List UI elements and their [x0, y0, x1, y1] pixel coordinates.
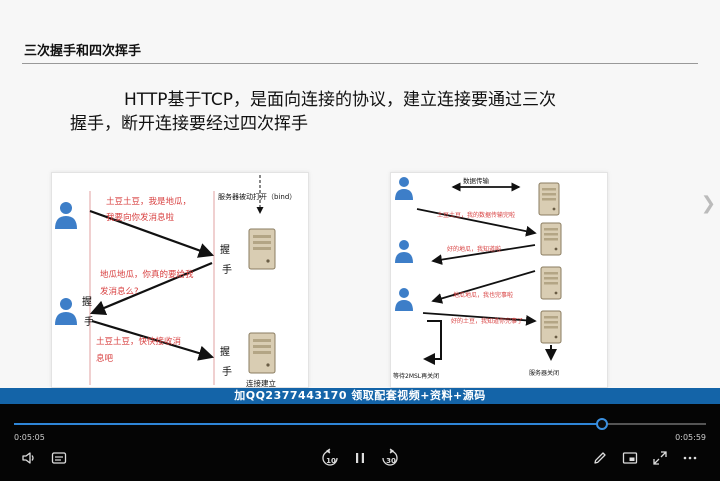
client-person-icon [55, 298, 77, 325]
handshake-msg-1-line-2: 我要向你发消息啦 [106, 212, 175, 223]
server-icon [540, 310, 562, 344]
progress-knob[interactable] [596, 418, 609, 430]
server-icon [540, 266, 562, 300]
fullscreen-button[interactable] [650, 448, 670, 468]
title-divider [22, 63, 698, 64]
server-icon [248, 332, 276, 374]
slide-headline: HTTP基于TCP，是面向连接的协议，建立连接要通过三次 握手，断开连接要经过四… [70, 88, 610, 136]
data-transfer-label: 数据传输 [463, 176, 490, 185]
pause-icon [356, 453, 364, 463]
pause-button[interactable] [350, 448, 370, 468]
server-icon [538, 182, 560, 216]
progress-bar[interactable] [14, 418, 706, 430]
server-wo-label: 握 [220, 243, 230, 256]
client-person-icon [395, 240, 413, 263]
picture-in-picture-icon [622, 452, 638, 464]
connection-established-label: 连接建立 [246, 378, 276, 388]
three-way-handshake-figure: 服务器被动打开（bind） 土豆土豆，我是地瓜， 我要向你发消息啦 地瓜地瓜，你… [51, 172, 309, 388]
lecture-slide: 三次握手和四次挥手 HTTP基于TCP，是面向连接的协议，建立连接要通过三次 握… [22, 44, 716, 388]
client-wo-label: 握 [82, 295, 92, 308]
subtitles-button[interactable] [49, 448, 69, 468]
wave-msg-3: 地瓜地瓜，我也完事啦 [453, 291, 513, 299]
server-shou-label-2: 手 [222, 365, 232, 378]
handshake-msg-3-line-2: 息吧 [96, 353, 114, 364]
volume-icon [22, 452, 34, 464]
more-icon [683, 456, 697, 460]
server-shou-label: 手 [222, 263, 232, 276]
video-player-controls: 0:05:05 0:05:59 10 3 [0, 404, 720, 481]
server-closed-label: 服务器关闭 [529, 369, 559, 377]
client-person-icon [55, 202, 77, 229]
client-person-icon [395, 288, 413, 311]
picture-in-picture-button[interactable] [620, 448, 640, 468]
server-wo-label-2: 握 [220, 345, 230, 358]
subtitles-icon [51, 452, 67, 464]
next-slide-chevron-icon[interactable]: ❯ [700, 193, 716, 214]
handshake-msg-2-line-2: 发消息么? [100, 286, 139, 297]
client-person-icon [395, 177, 413, 200]
server-icon [540, 222, 562, 256]
client-shou-label: 手 [84, 315, 94, 328]
more-options-button[interactable] [680, 448, 700, 468]
skip-back-10-icon [322, 448, 338, 466]
promo-banner: 加QQ2377443170 领取配套视频+资料+源码 [0, 388, 720, 404]
skip-forward-seconds: 30 [386, 457, 396, 465]
slide-title: 三次握手和四次挥手 [24, 44, 142, 59]
skip-forward-30-icon [382, 448, 398, 466]
handshake-msg-2-line-1: 地瓜地瓜，你真的要给我 [100, 269, 194, 280]
skip-back-seconds: 10 [326, 457, 336, 465]
progress-fill [14, 423, 603, 425]
current-time: 0:05:05 [14, 433, 45, 442]
total-time: 0:05:59 [675, 433, 706, 442]
wave-msg-4: 好的土豆，我知道你完事了 [451, 317, 523, 325]
annotate-button[interactable] [590, 448, 610, 468]
handshake-msg-3-line-1: 土豆土豆，快快接收消 [96, 336, 181, 347]
wave-msg-1: 土豆土豆，我的数据传输完啦 [437, 211, 515, 219]
volume-button[interactable] [19, 448, 39, 468]
wait-2msl-label: 等待2MSL再关闭 [393, 372, 439, 380]
skip-back-button[interactable]: 10 [320, 448, 340, 468]
server-icon [248, 228, 276, 270]
pencil-icon [594, 452, 606, 464]
fullscreen-icon [653, 451, 667, 465]
wave-msg-2: 好的地瓜，我知道啦 [447, 245, 501, 253]
four-way-wave-figure: 数据传输 土豆土豆，我的数据传输完啦 好的地瓜，我知道啦 地瓜地瓜，我也完事啦 … [390, 172, 608, 388]
headline-line-2: 握手，断开连接要经过四次挥手 [70, 114, 308, 134]
skip-forward-button[interactable]: 30 [380, 448, 400, 468]
headline-line-1: HTTP基于TCP，是面向连接的协议，建立连接要通过三次 [124, 90, 557, 110]
server-passive-open-label: 服务器被动打开（bind） [218, 192, 296, 201]
handshake-msg-1-line-1: 土豆土豆，我是地瓜， [106, 196, 191, 207]
